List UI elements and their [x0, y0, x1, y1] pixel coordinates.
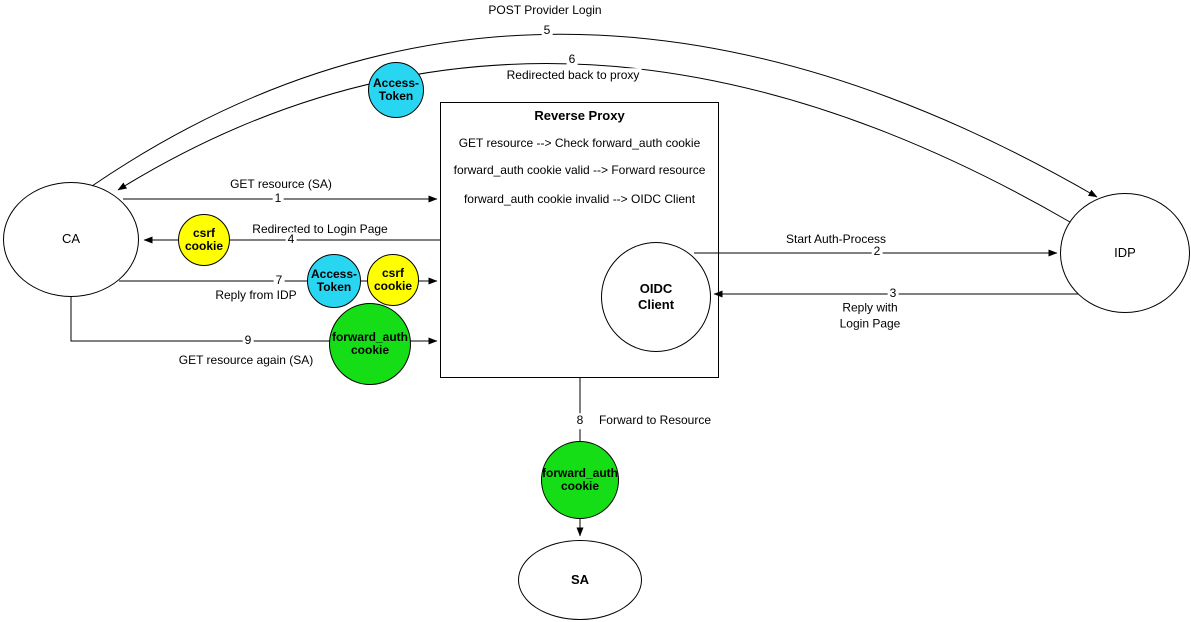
- edge-3-label: Reply with Login Page: [837, 300, 903, 332]
- token-access-token-reply: Access- Token: [307, 254, 361, 308]
- token-forward-auth-cookie-forward-label: forward_auth cookie: [542, 465, 619, 493]
- edge-7-number: 7: [273, 273, 285, 289]
- token-access-token-reply-label: Access- Token: [310, 266, 358, 294]
- token-forward-auth-cookie-request-label: forward_auth cookie: [331, 329, 408, 357]
- node-idp: IDP: [1060, 193, 1190, 313]
- token-access-token-redirect: Access- Token: [368, 62, 424, 118]
- node-ca: CA: [3, 182, 139, 297]
- reverse-proxy-rule-1: GET resource --> Check forward_auth cook…: [458, 136, 701, 150]
- token-forward-auth-cookie-request: forward_auth cookie: [329, 303, 411, 385]
- token-csrf-cookie-redirect: csrf cookie: [178, 214, 230, 266]
- edge-5-number: 5: [541, 23, 553, 39]
- token-access-token-redirect-label: Access- Token: [372, 75, 420, 103]
- node-idp-label: IDP: [1114, 244, 1136, 260]
- edge-9-label: GET resource again (SA): [176, 353, 316, 369]
- edge-9-get-resource-again: [70, 297, 438, 345]
- edge-1-number: 1: [272, 191, 284, 207]
- token-forward-auth-cookie-forward: forward_auth cookie: [541, 441, 619, 519]
- edge-4-label: Redirected to Login Page: [250, 222, 390, 238]
- edge-5-label: POST Provider Login: [486, 3, 604, 19]
- reverse-proxy-rule-2: forward_auth cookie valid --> Forward re…: [453, 163, 706, 177]
- node-oidc-client-label: OIDC Client: [637, 280, 675, 312]
- token-csrf-cookie-reply: csrf cookie: [367, 254, 419, 306]
- edge-4-number: 4: [285, 232, 297, 248]
- node-sa: SA: [518, 540, 642, 620]
- edge-1-label: GET resource (SA): [228, 177, 334, 193]
- edge-6-redirected-back: [117, 63, 1071, 223]
- token-csrf-cookie-reply-label: csrf cookie: [373, 265, 412, 293]
- edge-8-number: 8: [574, 413, 586, 429]
- reverse-proxy-title: Reverse Proxy: [534, 108, 625, 123]
- edge-6-label: Redirected back to proxy: [504, 68, 642, 84]
- edge-9-number: 9: [242, 333, 254, 349]
- edge-6-number: 6: [566, 52, 578, 68]
- node-sa-label: SA: [570, 571, 590, 587]
- node-oidc-client: OIDC Client: [601, 242, 711, 352]
- token-csrf-cookie-redirect-label: csrf cookie: [184, 225, 223, 253]
- node-ca-label: CA: [61, 231, 81, 247]
- edge-7-label: Reply from IDP: [213, 288, 299, 304]
- edge-2-label: Start Auth-Process: [783, 232, 889, 248]
- edge-5-post-provider-login: [91, 33, 1098, 198]
- edge-2-number: 2: [871, 244, 883, 260]
- edge-3-number: 3: [887, 286, 899, 302]
- reverse-proxy-rule-3: forward_auth cookie invalid --> OIDC Cli…: [463, 192, 696, 206]
- edge-8-label: Forward to Resource: [596, 413, 714, 429]
